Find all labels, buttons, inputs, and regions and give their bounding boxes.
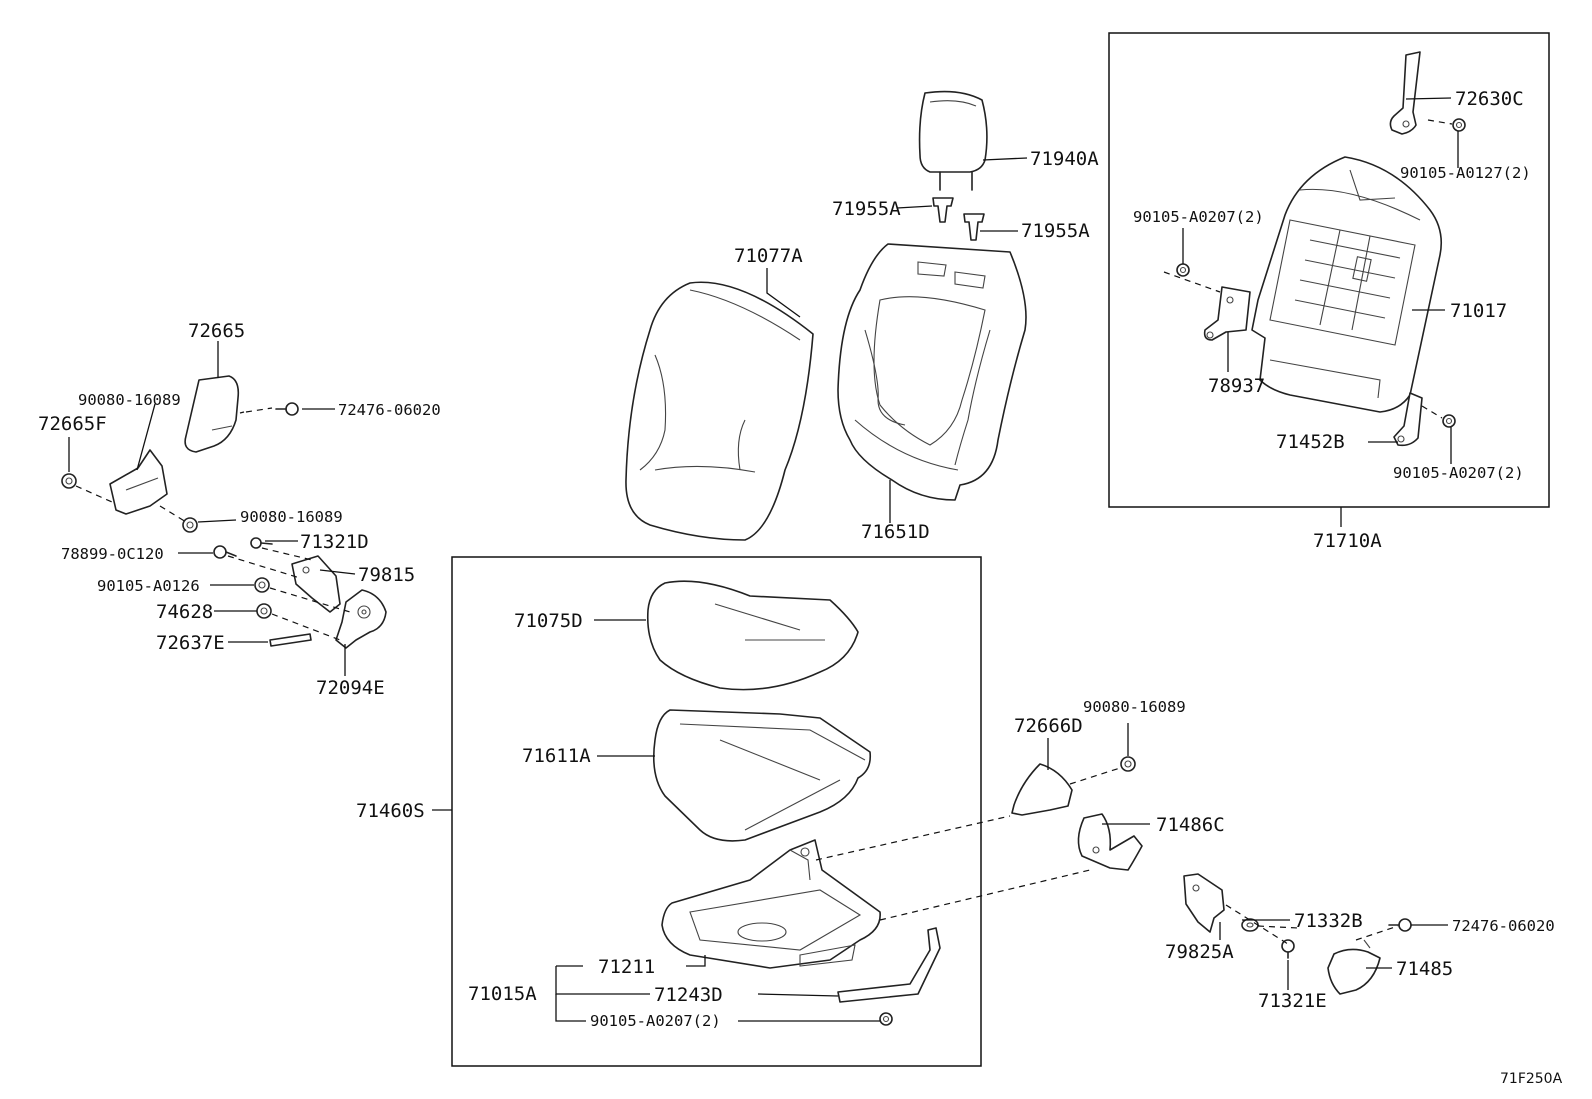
part-label-71243d: 71243D (654, 984, 723, 1006)
bolt-78899-0c120-drawing (213, 545, 237, 559)
cover-71485-drawing (1327, 939, 1381, 995)
part-label-71485: 71485 (1396, 958, 1453, 980)
bracket-79815-drawing (291, 555, 341, 613)
part-label-71015a: 71015A (468, 983, 537, 1005)
part-label-71077a: 71077A (734, 245, 803, 267)
part-label-72665: 72665 (188, 320, 245, 342)
seat-cushion-frame-drawing (661, 839, 881, 969)
part-label-71651d: 71651D (861, 521, 930, 543)
bolt-90105-a0126-drawing (254, 577, 270, 593)
nut-90080-16089-left-drawing (61, 473, 77, 489)
part-label-90105-a0126: 90105-A0126 (97, 577, 200, 595)
seatback-frame-group-box (1108, 32, 1550, 508)
part-label-72637e: 72637E (156, 632, 225, 654)
part-label-78899-0c120: 78899-0C120 (61, 545, 164, 563)
seatback-cover-drawing (625, 281, 814, 541)
bracket-78937-drawing (1203, 286, 1251, 341)
part-label-74628: 74628 (156, 601, 213, 623)
part-label-71332b: 71332B (1294, 910, 1363, 932)
part-label-90105-a0207-b: 90105-A0207(2) (1393, 464, 1524, 482)
bolt-72476-06020-left-drawing (275, 402, 299, 416)
part-label-72476-06020-a: 72476-06020 (338, 401, 441, 419)
seat-cushion-cover-drawing (646, 580, 859, 691)
part-label-71075d: 71075D (514, 610, 583, 632)
part-label-71452b: 71452B (1276, 431, 1345, 453)
rod-72637e-drawing (269, 633, 312, 647)
shield-71486c-drawing (1077, 813, 1143, 871)
part-label-72665f: 72665F (38, 413, 107, 435)
nut-90080-16089-right-drawing (1120, 756, 1136, 772)
bracket-79825a-drawing (1183, 873, 1225, 933)
part-label-71211: 71211 (598, 956, 655, 978)
seat-cushion-pad-drawing (652, 709, 872, 842)
part-label-72630c: 72630C (1455, 88, 1524, 110)
part-label-71940a: 71940A (1030, 148, 1099, 170)
headrest-guide-left-drawing (932, 197, 954, 223)
recliner-lever-drawing (1389, 51, 1421, 135)
seatback-frame-drawing (1251, 156, 1443, 413)
bolt-90105-a0207-cushion-drawing (879, 1012, 893, 1026)
side-cover-72665-drawing (184, 375, 240, 453)
part-label-72476-06020-b: 72476-06020 (1452, 917, 1555, 935)
side-cover-72666d-drawing (1011, 763, 1073, 816)
part-label-71955a-2: 71955A (1021, 220, 1090, 242)
part-label-90105-a0207-a: 90105-A0207(2) (1133, 208, 1264, 226)
part-label-71611a: 71611A (522, 745, 591, 767)
leader-lines (68, 97, 1459, 1022)
bolt-90105-a0207-lower-drawing (1442, 414, 1456, 428)
nut-90080-16089-lower-drawing (182, 517, 198, 533)
part-label-71321d: 71321D (300, 531, 369, 553)
part-label-90105-a0127: 90105-A0127(2) (1400, 164, 1531, 182)
diagram-reference-code: 71F250A (1500, 1071, 1563, 1087)
part-label-79815: 79815 (358, 564, 415, 586)
bracket-71452b-drawing (1393, 392, 1423, 447)
side-cover-72665f-drawing (109, 449, 168, 515)
part-labels: 71940A 71955A 71955A 71077A 71651D 72630C 9010… (38, 88, 1555, 1030)
part-label-71460s: 71460S (356, 800, 425, 822)
part-label-72094e: 72094E (316, 677, 385, 699)
headrest-guide-right-drawing (963, 213, 985, 241)
seat-cushion-group-box (451, 556, 982, 1067)
pin-71321e-drawing (1281, 939, 1295, 959)
part-label-79825a: 79825A (1165, 941, 1234, 963)
part-label-78937: 78937 (1208, 375, 1265, 397)
part-label-71486c: 71486C (1156, 814, 1225, 836)
bolt-74628-drawing (256, 603, 272, 619)
pin-71321d-drawing (250, 537, 273, 549)
part-label-72666d: 72666D (1014, 715, 1083, 737)
assembly-dash-lines (75, 119, 1453, 945)
bolt-72476-06020-right-drawing (1388, 918, 1412, 932)
bolt-90105-a0207-upper-drawing (1176, 263, 1190, 277)
headrest-drawing (918, 90, 988, 191)
part-label-71017: 71017 (1450, 300, 1507, 322)
bolt-90105-a0127-drawing (1452, 118, 1466, 132)
part-label-90105-a0207-c: 90105-A0207(2) (590, 1012, 721, 1030)
part-label-71710a: 71710A (1313, 530, 1382, 552)
recliner-72094e-drawing (335, 589, 387, 649)
part-label-90080-16089-b: 90080-16089 (240, 508, 343, 526)
seatback-pad-drawing (837, 243, 1027, 501)
part-label-90080-16089-c: 90080-16089 (1083, 698, 1186, 716)
washer-71332b-drawing (1241, 918, 1259, 932)
part-label-71321e: 71321E (1258, 990, 1327, 1012)
part-label-90080-16089-a: 90080-16089 (78, 391, 181, 409)
frame-bracket-71243d-drawing (837, 927, 941, 1003)
part-label-71955a-1: 71955A (832, 198, 901, 220)
